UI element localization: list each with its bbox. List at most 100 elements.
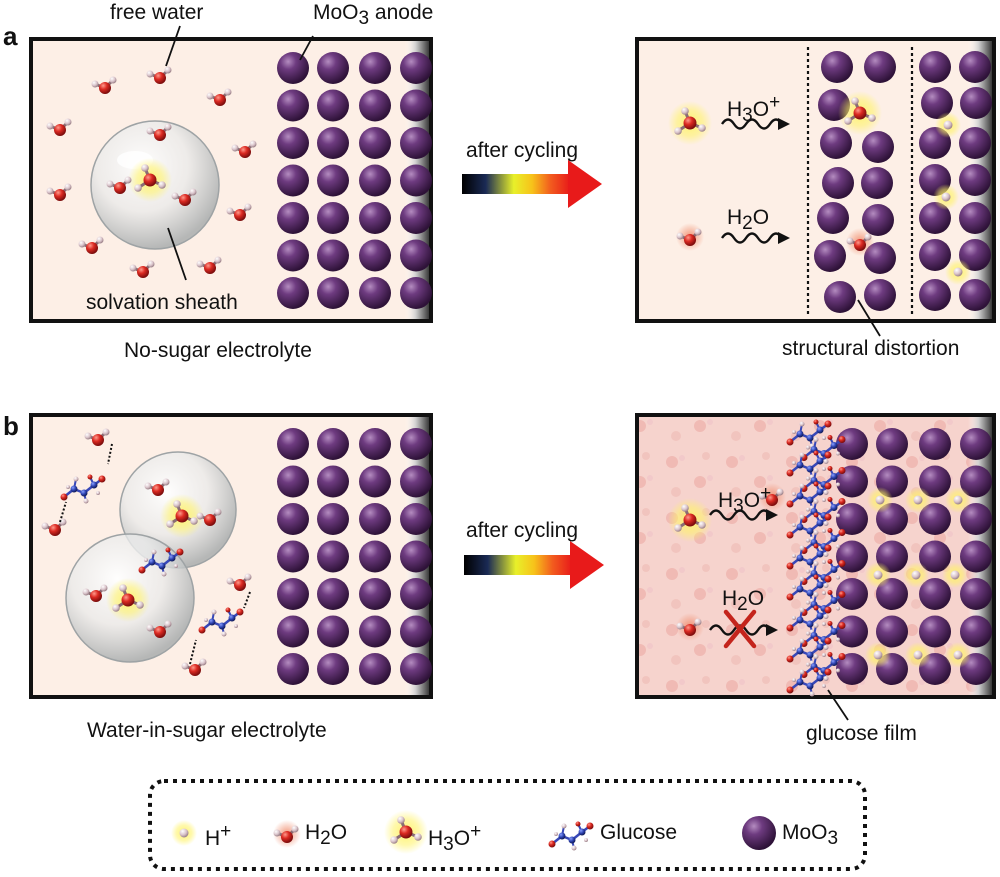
moo3-sphere-icon [742,816,776,850]
h2o-label-b: H2O [722,587,765,616]
moo3-sphere [359,540,391,573]
after-cycling-label-a: after cycling [466,139,579,162]
h3o-label-a: H3O+ [727,92,781,127]
moo3-sphere [960,503,992,535]
panel-a-central-hydronium [126,156,174,204]
free-water-label: free water [110,1,204,24]
water-molecule-icon [273,820,301,848]
inserted-proton [865,562,891,588]
moo3-sphere [919,428,951,460]
moo3-sphere [919,51,951,83]
moo3-sphere [400,578,432,610]
moo3-sphere [359,239,391,272]
moo3-sphere [400,239,432,272]
moo3-sphere [317,428,349,460]
moo3-sphere [836,578,868,610]
moo3-sphere [277,202,309,234]
moo3-sphere [317,164,349,197]
moo3-sphere [359,428,391,460]
moo3-sphere [400,503,432,535]
moo3-sphere [317,202,349,234]
moo3-sphere [824,281,856,313]
moo3-sphere [400,465,432,498]
legend-glucose-label: Glucose [600,821,678,844]
inserted-proton [905,642,931,668]
inserted-proton [945,642,971,668]
moo3-sphere [317,578,349,610]
panel-a-distorted-lattice [814,51,992,313]
moo3-sphere [836,503,868,535]
moo3-sphere [277,277,309,309]
moo3-sphere [400,428,432,460]
moo3-sphere [919,540,951,573]
moo3-sphere [919,202,951,234]
moo3-sphere [277,127,309,159]
inserted-proton [865,642,891,668]
inserted-proton [867,487,893,513]
moo3-sphere [959,164,991,196]
film-callout-line [827,689,849,721]
hydronium-icon [382,808,430,856]
panel-b-letter: b [3,411,19,441]
moo3-sphere [317,615,349,648]
moo3-sphere [919,615,951,648]
moo3-sphere [862,204,894,236]
moo3-sphere [400,127,432,159]
blocked-cross-icon [723,609,757,649]
after-cycling-arrow-a [462,160,602,208]
moo3-sphere [277,540,309,573]
panel-b-hydronium-incoming [666,496,714,544]
moo3-sphere [359,89,391,122]
moo3-sphere [836,465,868,498]
glucose-film-label: glucose film [806,722,917,745]
legend-proton-label: H+ [205,821,232,850]
moo3-sphere [400,164,432,197]
inserted-proton [942,562,968,588]
moo3-sphere [277,164,309,197]
moo3-sphere [277,428,309,460]
moo3-sphere [317,277,349,309]
panel-b-water-incoming [676,613,704,641]
structural-distortion-label: structural distortion [782,337,960,360]
moo3-sphere [317,127,349,159]
moo3-sphere [836,428,868,460]
moo3-sphere [960,578,992,610]
moo3-sphere [919,503,951,535]
moo3-sphere [919,239,951,271]
legend-hydronium-label: H3O+ [428,821,482,856]
moo3-sphere [400,615,432,648]
moo3-sphere [959,279,991,311]
moo3-sphere [864,279,896,311]
moo3-sphere [919,279,951,311]
moo3-sphere [277,503,309,535]
moo3-sphere [359,465,391,498]
moo3-anode-label: MoO3 anode [313,1,434,30]
h2o-label-a: H2O [727,206,770,235]
panel-a-callouts [165,25,314,281]
moo3-sphere [861,167,893,199]
moo3-sphere [317,89,349,122]
solvation-sheath-label: solvation sheath [86,291,238,314]
moo3-sphere [317,540,349,573]
moo3-sphere [277,239,309,272]
moo3-sphere [836,653,868,685]
moo3-sphere [400,89,432,122]
water-in-sugar-electrolyte-label: Water-in-sugar electrolyte [87,719,327,742]
moo3-sphere [960,87,992,119]
moo3-sphere [317,52,349,84]
panel-b-moo3-lattice [277,428,432,685]
moo3-sphere [277,615,309,648]
distortion-callout-line [857,299,881,337]
moo3-sphere [400,540,432,573]
moo3-sphere [862,131,894,163]
inserted-proton [903,562,929,588]
moo3-sphere [822,167,854,199]
legend-box [148,779,867,871]
moo3-sphere [876,428,908,460]
moo3-sphere [359,52,391,84]
moo3-sphere [359,503,391,535]
moo3-sphere [959,127,991,159]
moo3-sphere [359,615,391,648]
moo3-sphere [814,240,846,272]
moo3-sphere [277,89,309,122]
